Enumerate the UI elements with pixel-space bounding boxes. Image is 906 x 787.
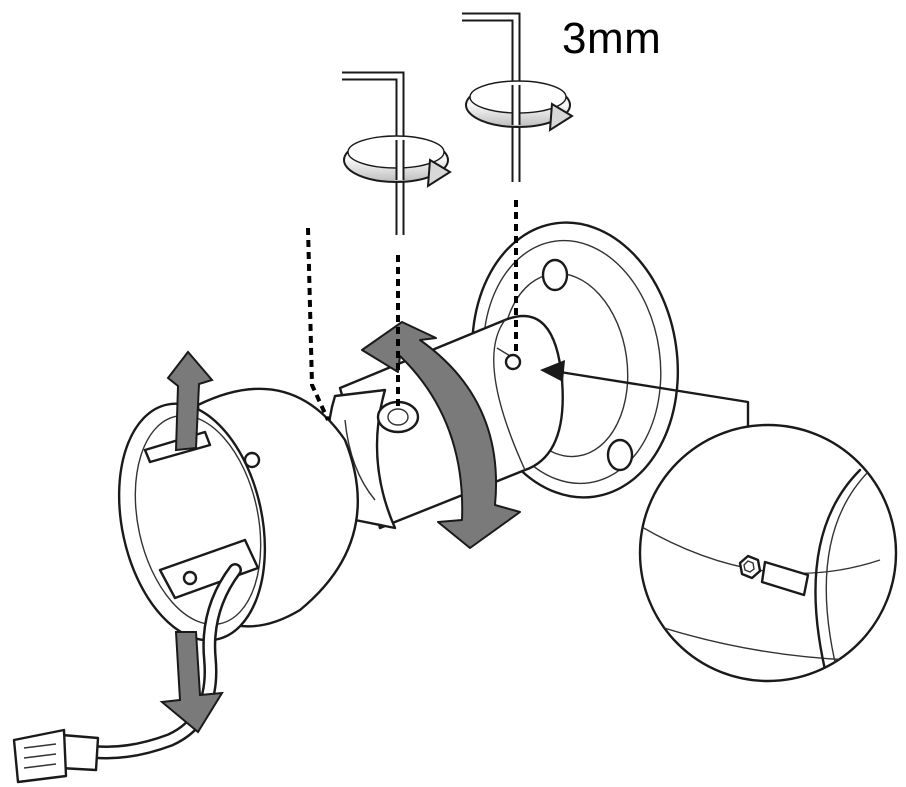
housing-screw: [243, 451, 261, 469]
camera-housing-ring: [117, 387, 359, 642]
lift-up-arrow-icon: [166, 350, 214, 452]
collar-screw-boss: [376, 400, 420, 434]
base-screw-hole-bottom: [606, 438, 634, 472]
inner-bracket: [158, 538, 260, 600]
push-down-arrow-icon: [159, 631, 224, 734]
guide-lines: [306, 200, 518, 421]
set-screw-hole: [504, 353, 522, 371]
rotate-arrow-left-icon: [343, 135, 452, 188]
magnifier-callout: [638, 423, 898, 683]
rotate-housing-arrow-icon: [361, 321, 521, 549]
rotate-arrow-right-icon: [465, 80, 574, 132]
hex-key-size-label: 3mm: [562, 14, 662, 63]
rj45-connector-icon: [12, 728, 100, 784]
base-screw-hole-top: [541, 258, 569, 292]
